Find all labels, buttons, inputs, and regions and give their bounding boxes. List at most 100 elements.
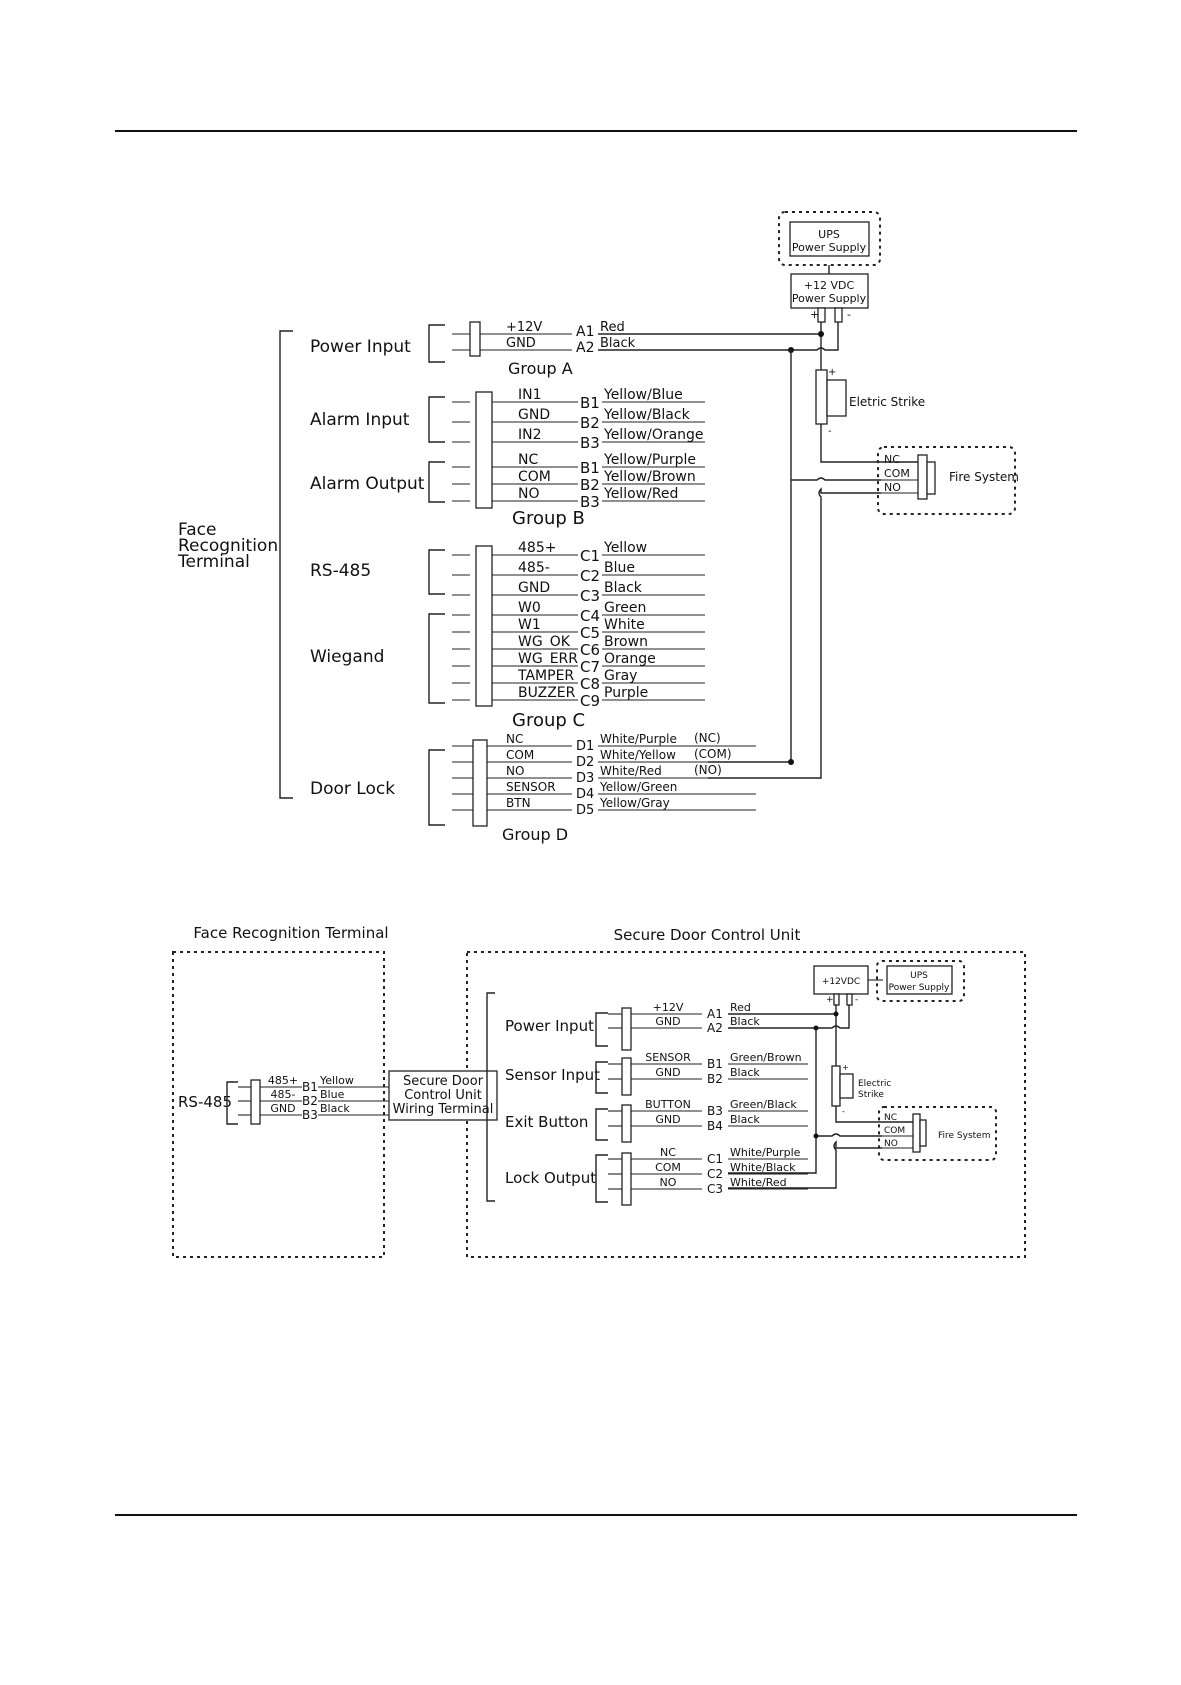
wire-color-label: Black <box>730 1113 760 1126</box>
fire-relay-body <box>917 454 928 500</box>
pin-label: NO <box>506 764 524 778</box>
pin-label: WG_ERR <box>518 651 578 667</box>
terminal-id: D5 <box>576 803 594 818</box>
pin-label: 485+ <box>518 540 556 556</box>
terminal-id: B4 <box>707 1119 723 1133</box>
pin-label: BTN <box>506 796 531 810</box>
strike-plus-sign: + <box>828 367 836 378</box>
pin-label: COM <box>655 1161 681 1174</box>
pin-label: GND <box>655 1113 680 1126</box>
d2-fire-term-no: NO <box>884 1139 898 1149</box>
frt-rs485-connector <box>250 1079 261 1125</box>
wire-color-label: Purple <box>604 685 648 701</box>
wire-plus-12v <box>598 322 822 335</box>
wire-no-to-fire <box>708 487 881 779</box>
d2-ups-label-2: Power Supply <box>889 983 950 993</box>
label-alarm-output: Alarm Output <box>310 474 425 494</box>
terminal-id: B1 <box>302 1080 318 1094</box>
bracket-d2-lock <box>595 1154 608 1203</box>
psu-minus-sign: - <box>847 308 851 321</box>
bracket-alarm-input <box>428 396 445 443</box>
bracket-wiegand <box>428 613 445 704</box>
wire-color-label: Yellow/Black <box>603 407 691 423</box>
d2-strike-plus-sign: + <box>842 1063 849 1072</box>
fire-system-dashed-box <box>877 446 1016 515</box>
d2-fire-term-com: COM <box>884 1126 905 1136</box>
pin-label: GND <box>655 1015 680 1028</box>
d2-wire-gnd-to-com <box>728 1028 817 1174</box>
wire-color-label: Brown <box>604 634 648 650</box>
d2-wire-strike-to-fire <box>835 1106 913 1123</box>
pin-label: BUTTON <box>645 1098 691 1111</box>
terminal-id: C4 <box>580 607 600 625</box>
wire-color-label: White/Red <box>730 1176 787 1189</box>
terminal-id: D1 <box>576 739 594 754</box>
label-rs485: RS-485 <box>310 561 371 581</box>
d2-fire-dashed-box <box>878 1106 997 1161</box>
connector-d2-lock <box>621 1152 632 1206</box>
terminal-id: D2 <box>576 755 594 770</box>
relay-note: (NC) <box>694 731 721 745</box>
d2-strike-plate <box>839 1073 854 1099</box>
frt-rs485-label: RS-485 <box>178 1093 232 1111</box>
wire-color-label: Green/Brown <box>730 1051 802 1064</box>
wire-color-label: Red <box>730 1001 751 1014</box>
wire-color-label: Red <box>600 320 625 335</box>
terminal-label-line3: Terminal <box>177 552 250 572</box>
relay-note: (NO) <box>694 763 722 777</box>
ups-box <box>789 221 870 257</box>
wire-color-label: Black <box>320 1102 350 1115</box>
sdcu-brace <box>486 992 495 1202</box>
d2-fire-relay-body <box>912 1113 921 1153</box>
d2-wire-no-to-fire <box>728 1140 882 1189</box>
wire-gnd-to-com <box>708 350 792 763</box>
terminal-id: B2 <box>580 414 600 432</box>
label-wiegand: Wiegand <box>310 647 384 667</box>
pin-label: 485- <box>518 560 550 576</box>
d2-psu-plus-terminal <box>833 993 840 1006</box>
d2-psu-minus-sign: - <box>855 995 858 1005</box>
terminal-id: A1 <box>576 324 594 340</box>
frt-dashed-box <box>172 951 385 1258</box>
terminal-id: C6 <box>580 641 600 659</box>
wire-color-label: Yellow/Red <box>603 486 678 502</box>
terminal-id: B1 <box>580 459 600 477</box>
terminal-id: D3 <box>576 771 594 786</box>
electric-strike-label: Eletric Strike <box>849 395 925 409</box>
bracket-d2-exit <box>595 1108 608 1141</box>
terminal-id: C7 <box>580 658 600 676</box>
pin-label: TAMPER <box>517 668 574 684</box>
electric-strike-body <box>815 369 828 425</box>
pin-label: COM <box>506 748 534 762</box>
d2-psu-label: +12VDC <box>822 977 860 987</box>
terminal-brace <box>279 330 293 799</box>
terminal-id: C3 <box>707 1182 723 1196</box>
fire-relay-coil <box>926 461 936 495</box>
frt-title: Face Recognition Terminal <box>193 924 388 942</box>
pin-label: SENSOR <box>506 780 556 794</box>
bracket-d2-power <box>595 1012 608 1047</box>
bracket-rs485 <box>428 549 445 595</box>
wire-color-label: White/Red <box>600 764 662 778</box>
terminal-id: B1 <box>580 394 600 412</box>
label-d2-lock-output: Lock Output <box>505 1169 596 1187</box>
label-d2-exit-button: Exit Button <box>505 1113 588 1131</box>
frt-rs485-bracket <box>226 1081 238 1125</box>
junction-door-com <box>788 759 794 765</box>
wiring-terminal-label-1: Secure Door <box>403 1074 484 1089</box>
group-a-label: Group A <box>508 359 573 378</box>
junction-12v <box>818 331 824 337</box>
fire-term-no: NO <box>884 481 901 494</box>
bracket-door-lock <box>428 749 445 826</box>
ups-dashed-box <box>778 211 881 266</box>
label-door-lock: Door Lock <box>310 779 395 799</box>
terminal-id: B1 <box>707 1057 723 1071</box>
wire-color-label: White/Purple <box>600 732 677 746</box>
wire-color-label: White/Black <box>730 1161 796 1174</box>
sdcu-dashed-box <box>466 951 1026 1258</box>
terminal-id: B3 <box>580 434 600 452</box>
